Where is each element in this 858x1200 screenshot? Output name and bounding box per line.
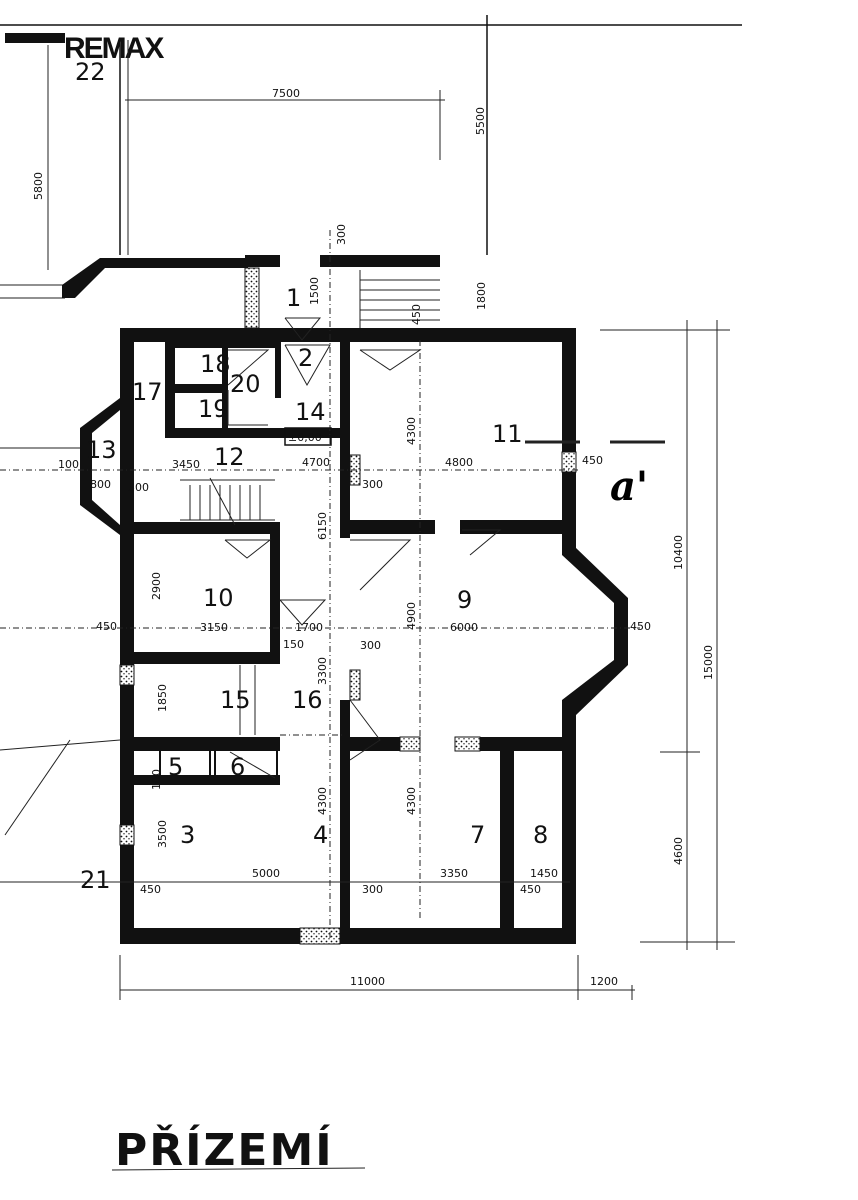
dimension-label: 1450	[530, 867, 558, 880]
room-14: 14	[295, 398, 326, 426]
dimension-label: 4300	[405, 417, 418, 445]
room-19: 19	[198, 395, 229, 423]
room-21: 21	[80, 866, 111, 894]
room-3: 3	[180, 821, 195, 849]
dimension-label: 4300	[405, 787, 418, 815]
dimension-label: 11000	[350, 975, 385, 988]
title-underline	[111, 1167, 366, 1171]
room-5: 5	[168, 753, 183, 781]
dimension-label: 4900	[405, 602, 418, 630]
room-18: 18	[200, 350, 231, 378]
room-2: 2	[298, 344, 313, 372]
dimension-label: 100	[58, 458, 79, 471]
room-8: 8	[533, 821, 548, 849]
dimension-label: 4300	[316, 787, 329, 815]
room-22: 22	[75, 58, 106, 86]
dimension-label: 7500	[272, 87, 300, 100]
dimension-labels: 7500 5500 5800 1500 300 450 1800 4300 48…	[32, 87, 715, 988]
dimension-label: 300	[362, 883, 383, 896]
floor-title: PŘÍZEMÍ	[115, 1123, 334, 1176]
top-left-wall-stub	[5, 33, 65, 43]
dimension-label: 300	[128, 481, 149, 494]
entrance-porch	[62, 255, 440, 330]
room-15: 15	[220, 686, 251, 714]
room-9: 9	[457, 586, 472, 614]
dimension-label: 4600	[672, 837, 685, 865]
dimension-label: 5500	[474, 107, 487, 135]
door-swings	[224, 317, 502, 779]
dimension-label: 10400	[672, 535, 685, 570]
dimension-label: 3300	[316, 657, 329, 685]
dimension-label: 1200	[590, 975, 618, 988]
room-16: 16	[292, 686, 323, 714]
room-11: 11	[492, 420, 523, 448]
dimension-lines	[0, 320, 735, 1000]
room-labels: 1 2 3 4 5 6 7 8 9 10 11 12 13 14 15 16 1…	[75, 58, 648, 894]
dimension-label: 450	[96, 620, 117, 633]
dimension-label: 4700	[302, 456, 330, 469]
dimension-label: 4800	[445, 456, 473, 469]
dimension-label: 100	[150, 769, 163, 790]
dimension-label: 450	[630, 620, 651, 633]
dimension-label: 1850	[156, 684, 169, 712]
dimension-label: 300	[362, 478, 383, 491]
axis-lines	[0, 230, 640, 940]
dimension-label: 450	[410, 304, 423, 325]
dimension-label: 5800	[32, 172, 45, 200]
room-1: 1	[286, 284, 301, 312]
room-13: 13	[86, 436, 117, 464]
section-mark: a'	[610, 463, 648, 510]
room-10: 10	[203, 584, 234, 612]
dimension-label: 3500	[156, 820, 169, 848]
dimension-label: 3150	[200, 621, 228, 634]
dimension-label: 3450	[172, 458, 200, 471]
dimension-label: 450	[140, 883, 161, 896]
dimension-label: 6000	[450, 621, 478, 634]
room-7: 7	[470, 821, 485, 849]
room-17: 17	[132, 378, 163, 406]
exterior-walls	[80, 328, 628, 944]
dimension-label: 5000	[252, 867, 280, 880]
dimension-label: 2900	[150, 572, 163, 600]
dimension-label: 150	[283, 638, 304, 651]
dimension-label: 15000	[702, 645, 715, 680]
room-6: 6	[230, 753, 245, 781]
room-12: 12	[214, 443, 245, 471]
site-lines	[0, 15, 742, 299]
stairs	[180, 477, 275, 735]
room-4: 4	[313, 821, 328, 849]
dimension-label: 1700	[295, 621, 323, 634]
dimension-label: 300	[335, 224, 348, 245]
dimension-label: 1800	[475, 282, 488, 310]
level-mark: ±0,00	[288, 431, 322, 444]
dimension-label: 450	[520, 883, 541, 896]
remax-logo: REMAX	[64, 32, 164, 65]
dimension-label: 6150	[316, 512, 329, 540]
dimension-label: 800	[90, 478, 111, 491]
dimension-label: 450	[582, 454, 603, 467]
room-20: 20	[230, 370, 261, 398]
dimension-label: 1500	[308, 277, 321, 305]
dimension-label: 3350	[440, 867, 468, 880]
dimension-label: 300	[360, 639, 381, 652]
